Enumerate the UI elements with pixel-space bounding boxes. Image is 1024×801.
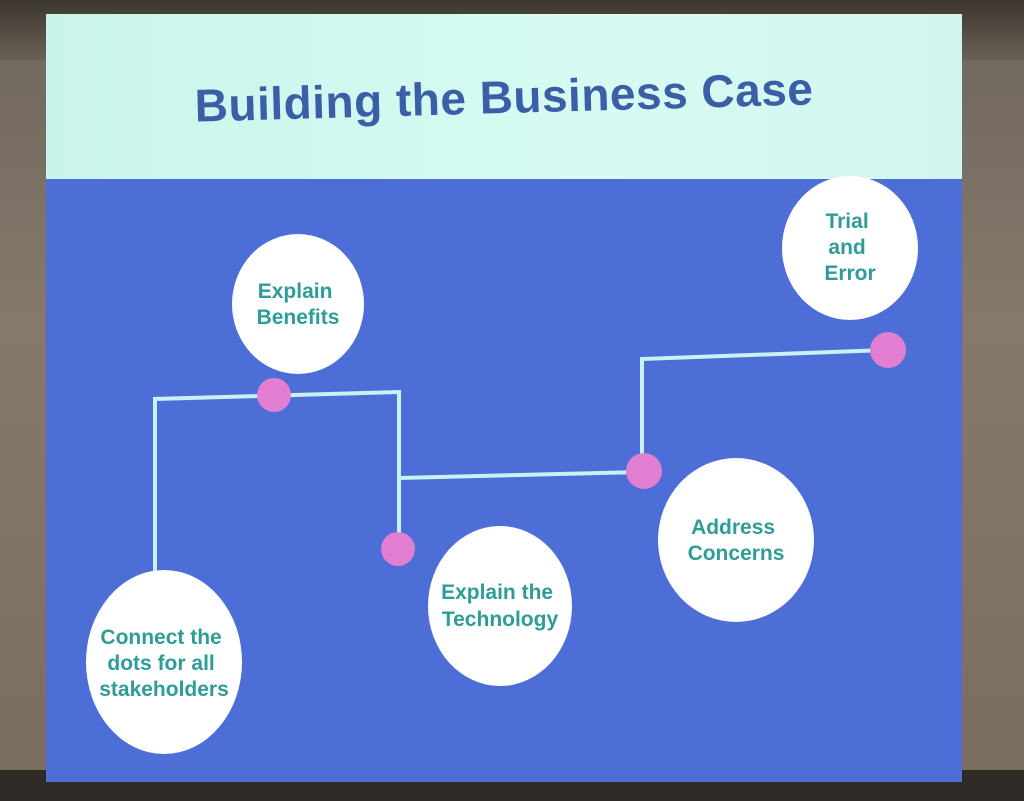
node-connect-line-1: Connect the — [100, 626, 221, 649]
node-connect: Connect the dots for all stakeholders — [86, 570, 242, 754]
svg-text:Explain the Technology: Explain the Technology — [441, 581, 559, 631]
svg-text:Trial and Erro: Trial and Error — [824, 210, 875, 285]
node-benefits-line-2: Benefits — [257, 306, 340, 329]
node-concerns-circle — [658, 458, 814, 622]
node-trial-line-1: Trial — [825, 210, 868, 233]
node-connect-line-3: stakeholders — [99, 678, 229, 701]
node-benefits: Explain Benefits — [232, 234, 364, 374]
node-concerns-line-2: Concerns — [688, 542, 785, 565]
node-concerns: Address Concerns — [658, 458, 814, 622]
node-connect-line-2: dots for all — [107, 652, 214, 675]
presentation-slide: Building the Business Case Connect the d… — [46, 14, 962, 782]
node-trial-line-3: Error — [824, 262, 875, 285]
node-concerns-line-1: Address — [691, 516, 775, 539]
svg-text:Address Concerns: Address Concerns — [688, 516, 785, 565]
connector-dot-concerns — [626, 453, 662, 489]
title-band: Building the Business Case — [46, 14, 962, 179]
node-benefits-line-1: Explain — [258, 280, 333, 303]
connector-line-middle — [398, 470, 643, 480]
svg-text:Connect the dots for a: Connect the dots for all stakeholders — [99, 626, 229, 701]
connector-dot-technology — [381, 532, 415, 566]
node-technology-line-2: Technology — [442, 608, 559, 631]
connector-line-right — [640, 348, 887, 472]
node-trial-circle — [782, 176, 918, 320]
svg-text:Explain Benefits: Explain Benefits — [257, 280, 340, 329]
node-connect-circle — [86, 570, 242, 754]
connector-dot-trial — [870, 332, 906, 368]
connector-dots — [257, 332, 906, 566]
node-technology-circle — [428, 526, 572, 686]
node-trial-line-2: and — [828, 236, 865, 259]
connector-line-left — [153, 389, 401, 574]
node-trial: Trial and Error — [782, 176, 918, 320]
node-technology-line-1: Explain the — [441, 581, 553, 604]
node-benefits-circle — [232, 234, 364, 374]
connector-dot-benefits — [257, 378, 291, 412]
process-diagram: Connect the dots for all stakeholders Ex… — [86, 176, 918, 754]
node-technology: Explain the Technology — [428, 526, 572, 686]
